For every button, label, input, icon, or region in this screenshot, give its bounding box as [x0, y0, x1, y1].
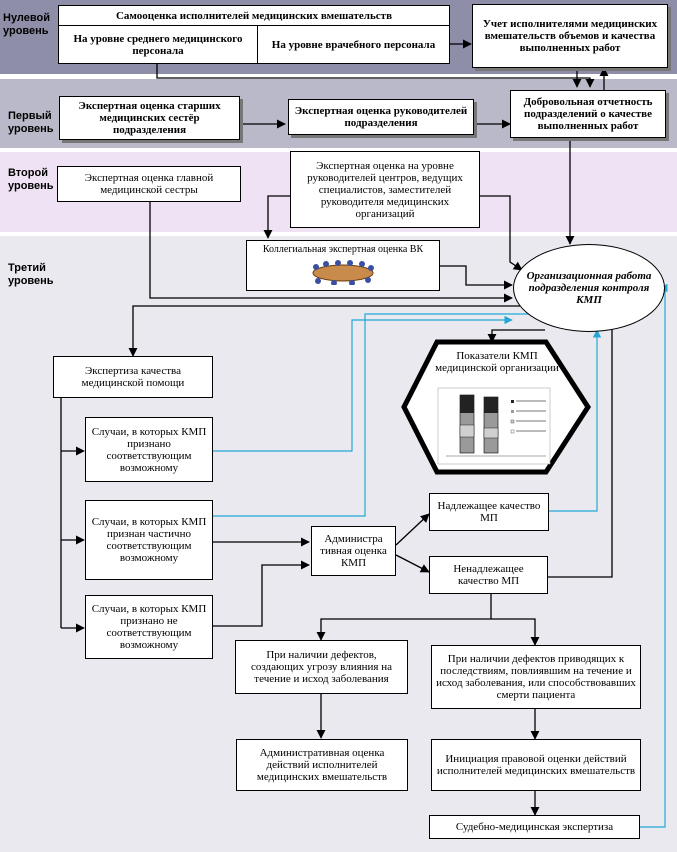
indicators-label: Показатели КМП медицинской организации	[435, 350, 559, 374]
case-full-box: Случаи, в которых КМП признано соответст…	[85, 417, 213, 482]
level-third-label: Третий уровень	[8, 262, 54, 287]
heads-box: Экспертная оценка руководителей подразде…	[288, 99, 474, 135]
nursing-level-box: На уровне среднего медицинского персонал…	[58, 25, 258, 64]
expertise-box: Экспертиза качества медицинской помощи	[53, 356, 213, 398]
senior-nurses-box: Экспертная оценка старших медицинских се…	[59, 96, 240, 140]
level-zero-label: Нулевой уровень	[3, 12, 50, 37]
indicators-mini-chart	[437, 387, 551, 465]
defects-threat-box: При наличии дефектов, создающих угрозу в…	[235, 640, 408, 694]
defects-consequences-box: При наличии дефектов приводящих к послед…	[431, 645, 641, 709]
improper-quality-box: Ненадлежащее качество МП	[429, 556, 548, 594]
legal-evaluation-box: Инициация правовой оценки действий испол…	[431, 739, 641, 791]
proper-quality-box: Надлежащее качество МП	[429, 493, 549, 531]
collegial-box: Коллегиальная экспертная оценка ВК	[246, 240, 440, 291]
centers-heads-box: Экспертная оценка на уровне руководителе…	[290, 151, 480, 228]
case-partial-box: Случаи, в которых КМП признан частично с…	[85, 500, 213, 580]
level-first-label: Первый уровень	[8, 110, 54, 135]
chief-nurse-box: Экспертная оценка главной медицинской се…	[57, 166, 241, 202]
case-none-box: Случаи, в которых КМП признано не соотве…	[85, 595, 213, 659]
level-second-label: Второй уровень	[8, 167, 54, 192]
admin-assessment-box: Администра тивная оценка КМП	[311, 526, 396, 576]
doctor-level-box: На уровне врачебного персонала	[257, 25, 450, 64]
voluntary-report-box: Добровольная отчетность подразделений о …	[510, 90, 666, 138]
admin-evaluation-box: Административная оценка действий исполни…	[236, 739, 408, 791]
org-work-ellipse: Организационная работа подразделения кон…	[513, 244, 665, 332]
self-assessment-box: Самооценка исполнителей медицинских вмеш…	[58, 5, 450, 26]
accounting-box: Учет исполнителями медицинских вмешатель…	[472, 4, 668, 68]
collegial-label: Коллегиальная экспертная оценка ВК	[262, 244, 424, 255]
meeting-table-image	[312, 260, 374, 285]
forensic-box: Судебно-медицинская экспертиза	[429, 815, 640, 839]
